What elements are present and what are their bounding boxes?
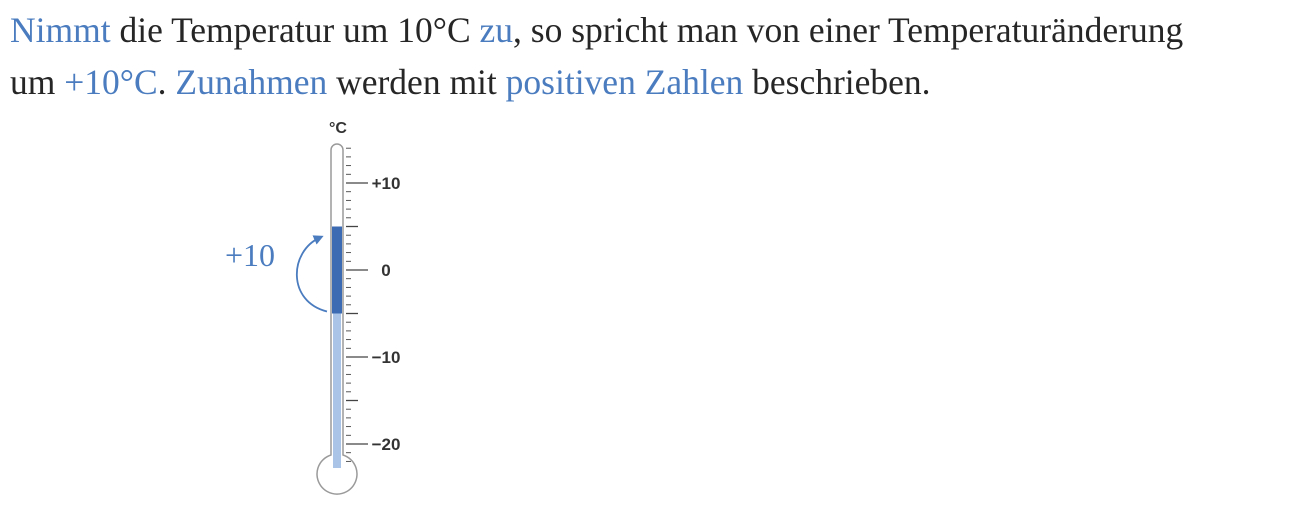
scale-labels: +10 0 −10 −20 bbox=[372, 174, 401, 454]
word-zu: zu bbox=[479, 10, 514, 50]
scale-ticks bbox=[346, 147, 368, 462]
value-plus-10-celsius: +10°C bbox=[64, 62, 158, 102]
text-segment: . bbox=[157, 62, 176, 102]
change-label: +10 bbox=[225, 237, 275, 273]
liquid-column bbox=[333, 313, 341, 468]
text-segment: um bbox=[10, 62, 65, 102]
word-zunahmen: Zunahmen bbox=[175, 62, 328, 102]
word-nimmt: Nimmt bbox=[10, 10, 111, 50]
text-segment: die Temperatur um 10°C bbox=[110, 10, 480, 50]
explanation-text: Nimmt die Temperatur um 10°C zu, so spri… bbox=[10, 4, 1290, 108]
text-segment: , so spricht man von einer Temperaturänd… bbox=[513, 10, 1184, 50]
change-bar bbox=[332, 226, 342, 314]
scale-label: −20 bbox=[372, 435, 401, 454]
change-arrow bbox=[295, 235, 328, 313]
unit-label: °C bbox=[329, 120, 347, 137]
scale-label: 0 bbox=[381, 261, 390, 280]
scale-label: −10 bbox=[372, 348, 401, 367]
scale-label: +10 bbox=[372, 174, 401, 193]
phrase-positiven-zahlen: positiven Zahlen bbox=[505, 62, 744, 102]
text-segment: werden mit bbox=[327, 62, 506, 102]
text-segment: beschrieben. bbox=[743, 62, 931, 102]
